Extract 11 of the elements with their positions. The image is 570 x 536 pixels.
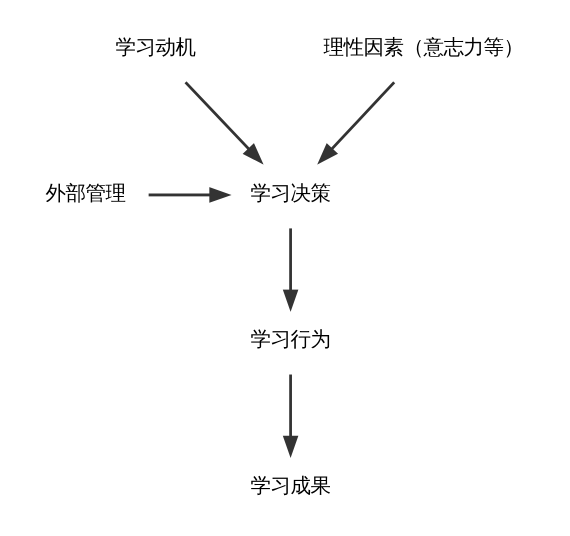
node-text: 学习决策: [250, 181, 330, 206]
arrow: [148, 187, 232, 203]
node-text: 学习行为: [250, 327, 330, 352]
node-text: 外部管理: [44, 181, 125, 206]
arrow: [184, 81, 264, 165]
arrow: [316, 81, 395, 165]
arrow: [282, 228, 298, 312]
node-text: 理性因素（意志力等）: [323, 35, 524, 60]
arrow: [282, 374, 298, 458]
node-text: 学习动机: [115, 35, 196, 60]
node-text: 学习成果: [250, 473, 330, 498]
